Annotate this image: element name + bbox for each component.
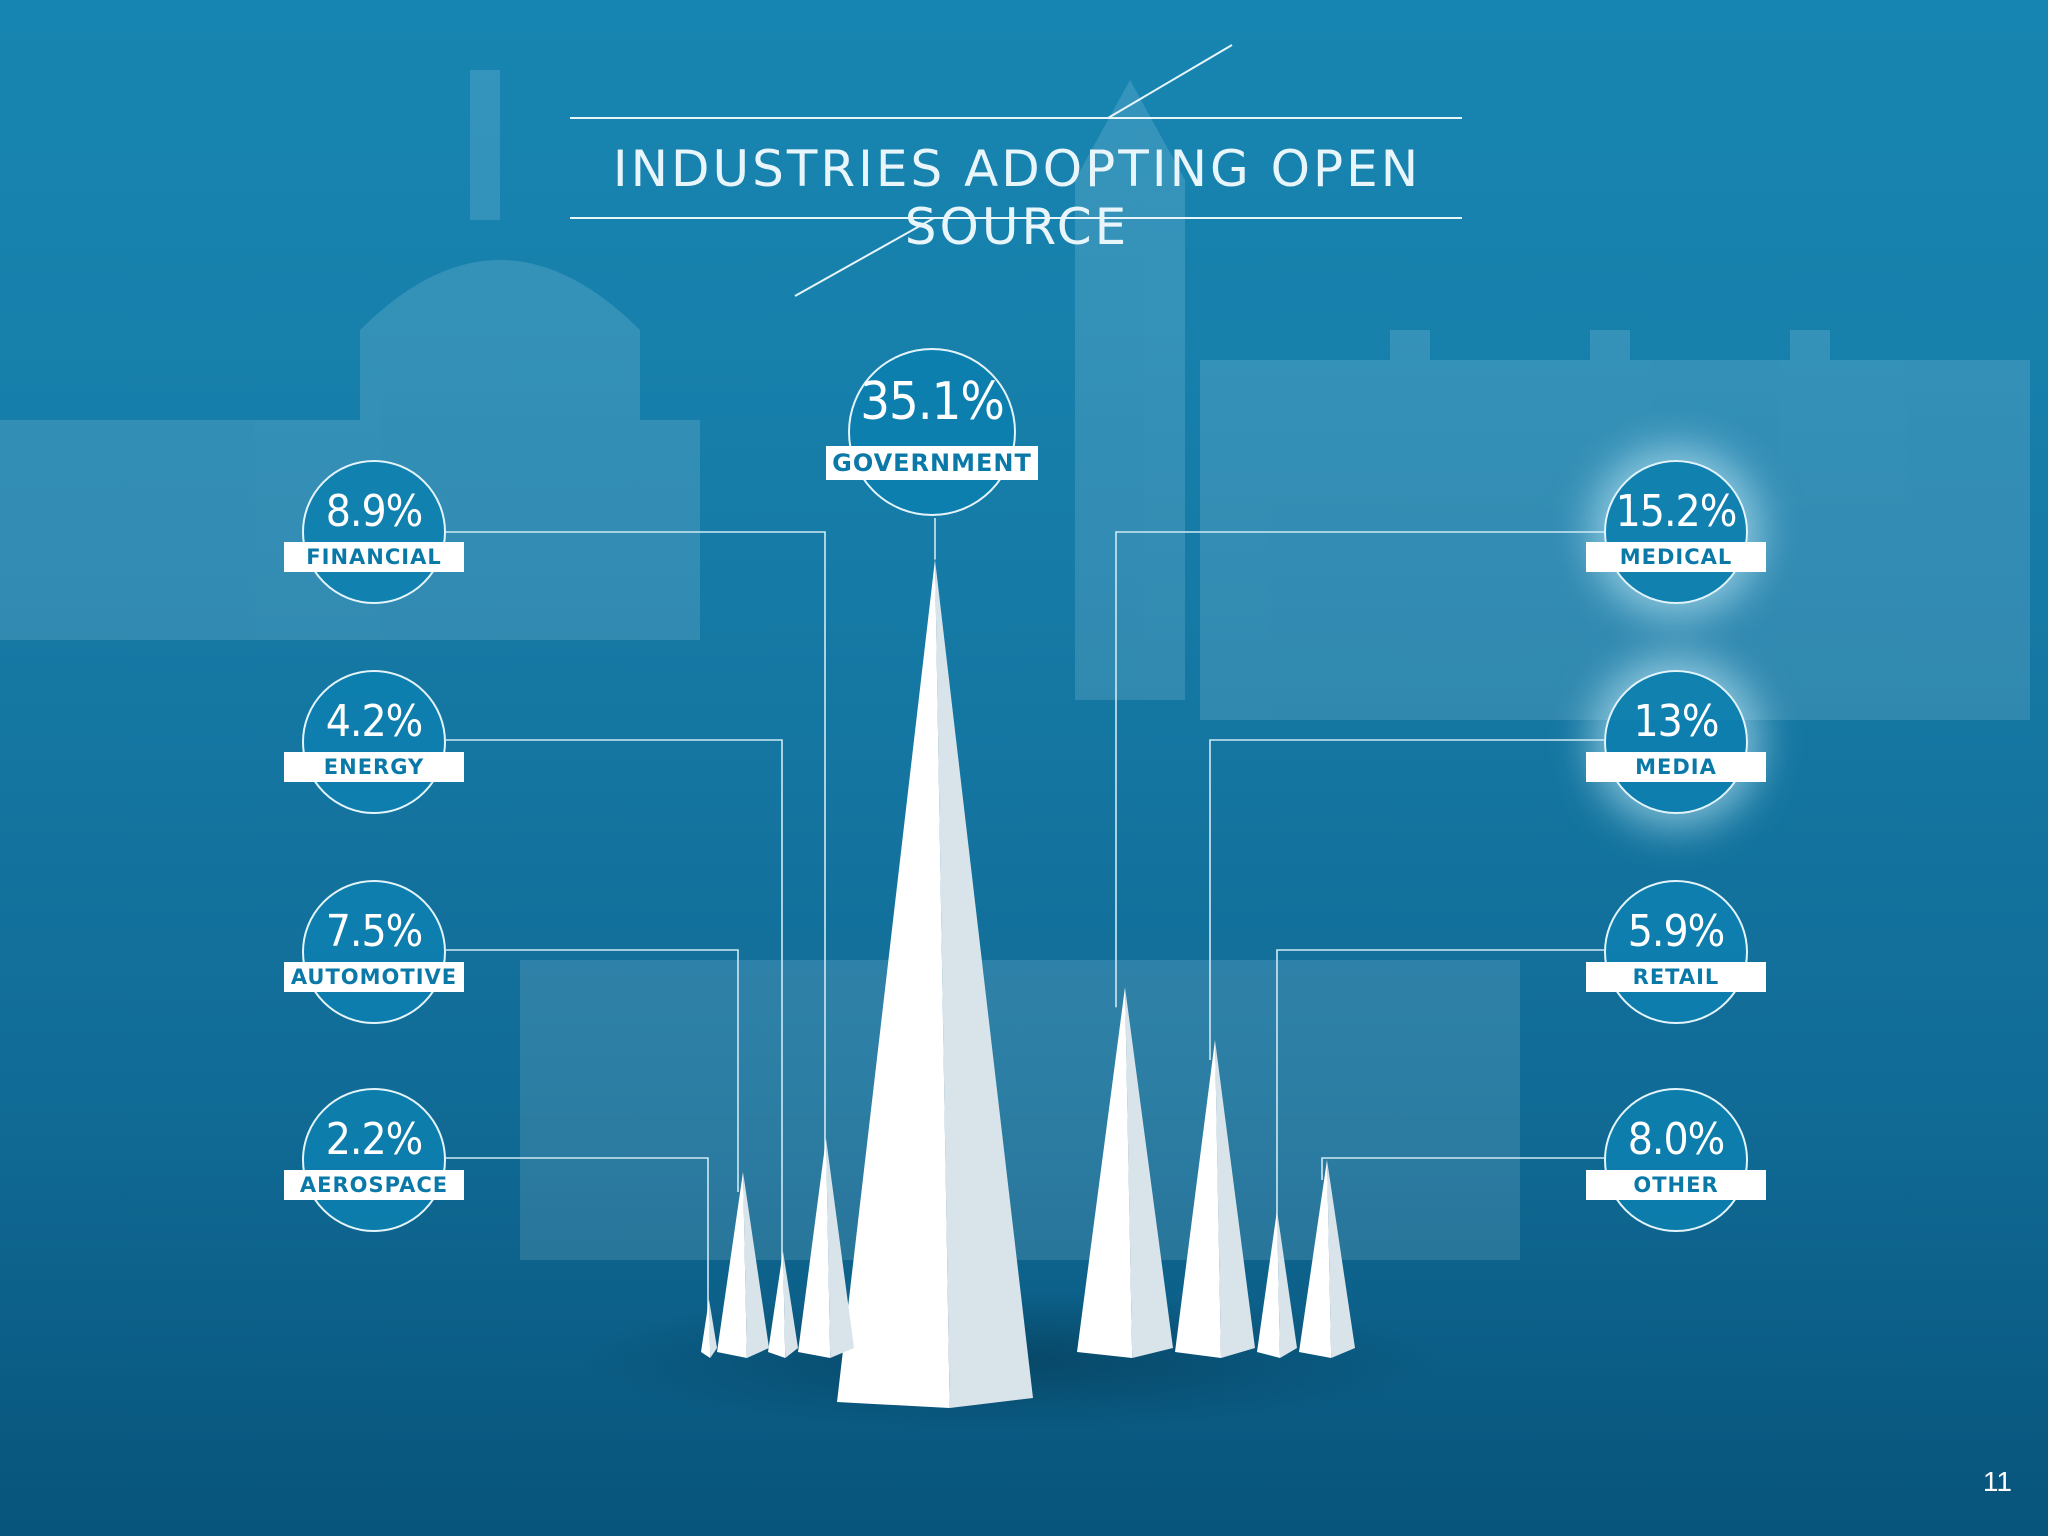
spike-energy-face — [768, 1251, 786, 1358]
category-label-medical: MEDICAL — [1586, 542, 1766, 572]
spike-energy-shade — [783, 1251, 798, 1358]
category-label-media: MEDIA — [1586, 752, 1766, 782]
spike-media-face — [1175, 1040, 1221, 1358]
badge-automotive: 7.5% AUTOMOTIVE — [284, 880, 464, 1024]
badge-other: 8.0% OTHER — [1586, 1088, 1766, 1232]
value-label-energy: 4.2% — [325, 696, 424, 747]
title-frame — [570, 44, 1462, 297]
spike-automotive-shade — [743, 1172, 769, 1358]
category-label-government: GOVERNMENT — [826, 446, 1038, 480]
spike-retail-face — [1257, 1210, 1280, 1358]
badge-retail: 5.9% RETAIL — [1586, 880, 1766, 1024]
value-label-retail: 5.9% — [1627, 906, 1726, 957]
connector-lines — [446, 518, 1604, 1320]
chart-title: INDUSTRIES ADOPTING OPEN SOURCE — [612, 140, 1422, 256]
spike-other-face — [1299, 1160, 1332, 1358]
category-label-energy: ENERGY — [284, 752, 464, 782]
spike-government-shade — [935, 559, 1033, 1408]
spike-financial-face — [798, 1138, 831, 1358]
page-number: 11 — [1982, 1466, 2012, 1497]
category-label-automotive: AUTOMOTIVE — [284, 962, 464, 992]
spike-medical-shade — [1125, 987, 1173, 1358]
spike-aerospace-shade — [709, 1299, 717, 1358]
connector-energy — [446, 739, 783, 1272]
connector-financial — [446, 531, 826, 1159]
spike-other-shade — [1327, 1160, 1355, 1358]
connector-aerospace — [446, 1157, 709, 1320]
badge-aerospace: 2.2% AEROSPACE — [284, 1088, 464, 1232]
spike-media-shade — [1215, 1040, 1255, 1358]
value-label-media: 13% — [1633, 696, 1720, 747]
value-label-aerospace: 2.2% — [325, 1114, 424, 1165]
badge-media: 13% MEDIA — [1586, 670, 1766, 814]
spike-aerospace-face — [701, 1299, 711, 1358]
category-label-retail: RETAIL — [1586, 962, 1766, 992]
category-label-aerospace: AEROSPACE — [284, 1170, 464, 1200]
badge-government: 35.1% GOVERNMENT — [826, 348, 1038, 516]
spike-medical-face — [1077, 987, 1133, 1358]
value-label-government: 35.1% — [860, 372, 1005, 432]
category-label-other: OTHER — [1586, 1170, 1766, 1200]
value-label-other: 8.0% — [1627, 1114, 1726, 1165]
connector-retail — [1276, 949, 1604, 1231]
badge-energy: 4.2% ENERGY — [284, 670, 464, 814]
spike-government-face — [837, 559, 950, 1408]
value-label-financial: 8.9% — [325, 486, 424, 537]
badge-medical: 15.2% MEDICAL — [1586, 460, 1766, 604]
connector-automotive — [446, 949, 739, 1192]
badge-financial: 8.9% FINANCIAL — [284, 460, 464, 604]
connector-medical — [1115, 531, 1604, 1008]
connector-media — [1209, 739, 1604, 1060]
spike-financial-shade — [826, 1138, 854, 1358]
value-label-medical: 15.2% — [1615, 486, 1738, 537]
connector-other — [1321, 1157, 1604, 1180]
value-label-automotive: 7.5% — [325, 906, 424, 957]
category-label-financial: FINANCIAL — [284, 542, 464, 572]
spike-automotive-face — [717, 1172, 747, 1358]
spike-retail-shade — [1277, 1210, 1297, 1358]
spike-bars — [701, 559, 1355, 1408]
